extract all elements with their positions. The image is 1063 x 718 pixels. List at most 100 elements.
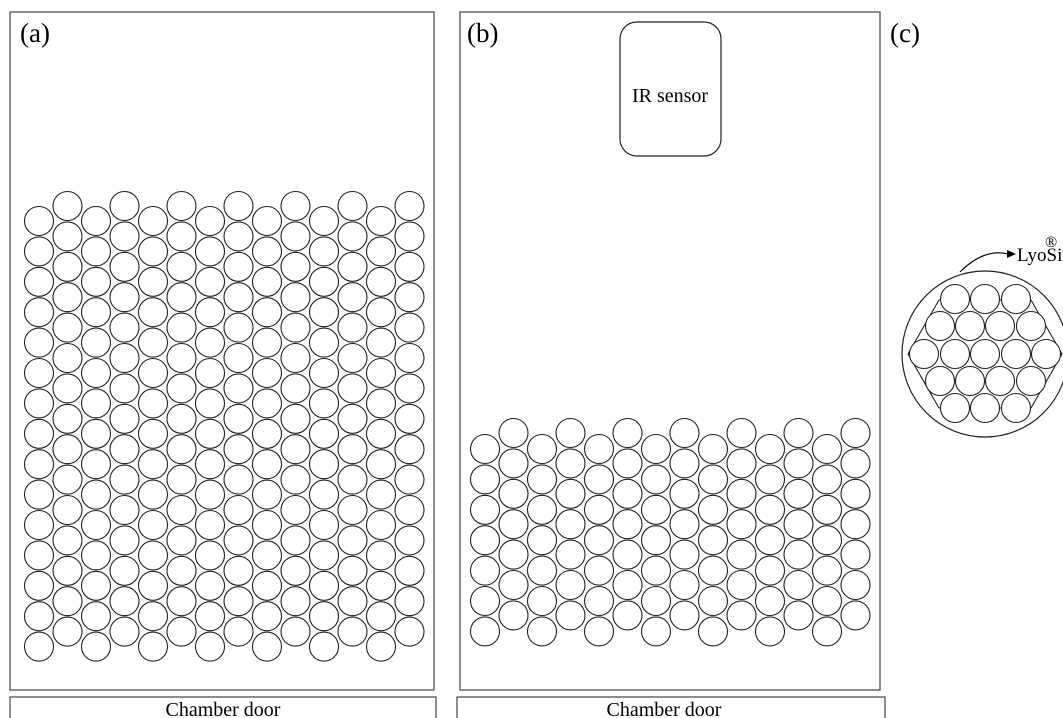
vial [555,509,586,540]
vial [80,601,112,632]
vial [669,448,700,479]
vial [194,388,226,419]
vial [754,585,786,617]
vial [612,600,643,631]
vial [394,434,425,465]
vial [194,297,226,328]
vial [280,464,311,495]
vial [109,434,140,465]
vial [194,205,226,237]
lyosim-vial [1015,310,1047,342]
vial [583,555,615,586]
vial [697,433,729,465]
vial [754,616,786,647]
vial [137,357,169,389]
vial [498,448,529,479]
vial [194,631,226,662]
vial [612,569,643,601]
vial [308,388,340,419]
lyosim-vial [984,365,1016,397]
vial [80,479,112,510]
vial [52,221,83,252]
vial [669,539,700,570]
vial [166,251,197,282]
vial [166,494,197,526]
vial [337,586,368,617]
vial [811,525,843,556]
vial [223,373,254,404]
vial [669,478,700,509]
vial [811,433,843,465]
vial [52,586,83,617]
vial [137,449,169,480]
vial [52,525,83,556]
vial [280,403,311,434]
vial [80,297,112,328]
vial [669,417,700,449]
vial [194,327,226,358]
vial [394,403,425,434]
vial [840,448,871,479]
vial [23,236,55,267]
vial [109,282,140,313]
vial [223,555,254,586]
vial [469,494,501,525]
lyosim-vial [969,283,1001,315]
vial [583,464,615,495]
vial [394,616,425,647]
vial [308,236,340,267]
vial [80,570,112,601]
vial [308,266,340,297]
vial [52,555,83,586]
vial [365,540,397,571]
vial [137,388,169,419]
vial [251,388,283,419]
vial [669,509,700,540]
vial [583,433,615,465]
vial [223,190,254,222]
vial [811,616,843,647]
vial [308,570,340,601]
vial [52,282,83,313]
vial [80,266,112,297]
lyosim-vial [984,310,1016,342]
panel-a-label: (a) [20,18,50,48]
vial [137,570,169,601]
vial [555,600,586,631]
vial [365,449,397,480]
vial [52,190,83,222]
vial [337,434,368,465]
vial [194,601,226,632]
vial [109,251,140,282]
panel-c: (c) LyoSim ® [890,18,1063,438]
vial [697,494,729,525]
vial [469,555,501,586]
vial [109,494,140,526]
registered-mark: ® [1045,234,1057,251]
vial [223,282,254,313]
vial [308,631,340,662]
vial [23,601,55,632]
vial [109,221,140,252]
vial [754,464,786,495]
vial [137,297,169,328]
vial [52,494,83,526]
vial [251,601,283,632]
vial [726,417,757,449]
vial [194,266,226,297]
vial [754,555,786,586]
vial [80,509,112,541]
vial [365,509,397,541]
vial [52,464,83,495]
vial [166,373,197,404]
vial [280,342,311,374]
vial [612,539,643,570]
vial [555,478,586,509]
vial [612,509,643,540]
panel-b: (b) IR sensor Chamber door [456,11,886,718]
vial [337,373,368,404]
vial [23,266,55,297]
lyosim-vial [924,310,956,342]
lyosim-vial [969,338,1001,370]
vial [640,616,672,647]
